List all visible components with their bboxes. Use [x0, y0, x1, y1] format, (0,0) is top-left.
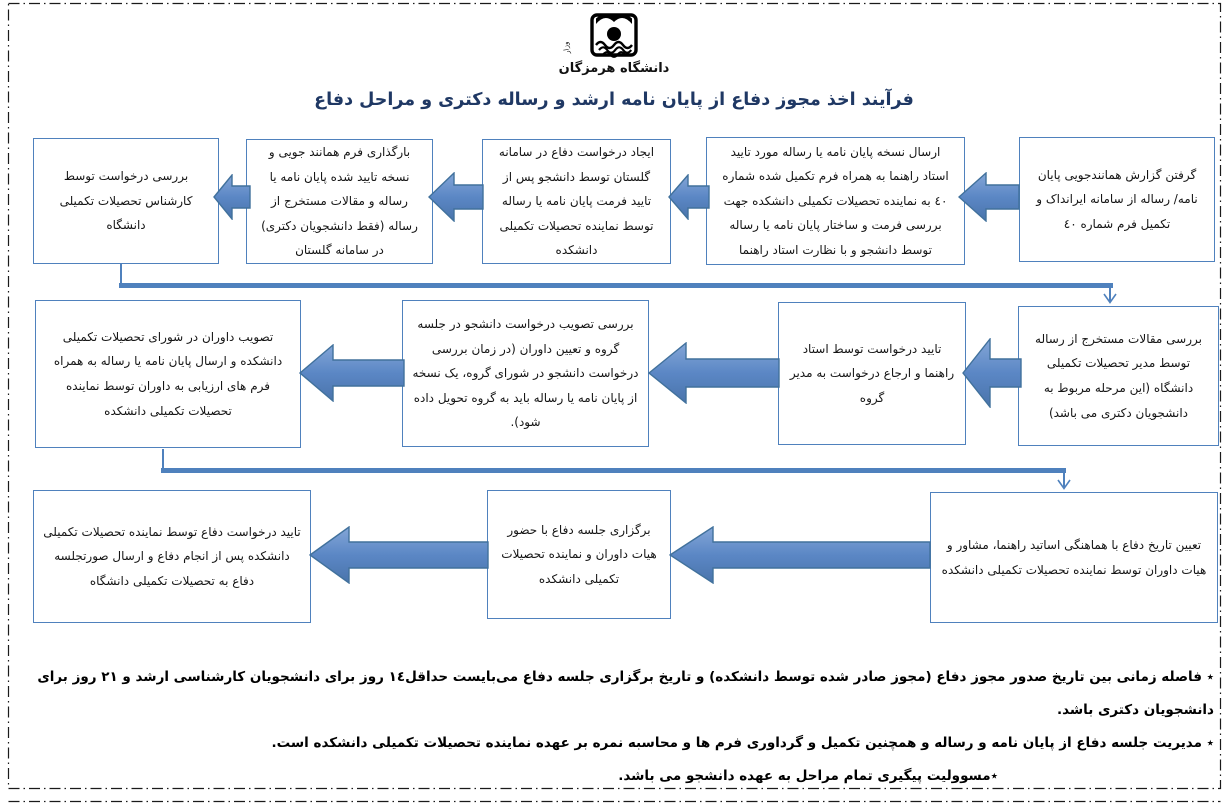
connector-row1-row2: [119, 264, 1117, 304]
flow-step-5: بررسی درخواست توسط کارشناس تحصیلات تکمیل…: [33, 138, 219, 264]
flow-arrow-left: [309, 526, 489, 584]
emblem-wave-1: [595, 40, 633, 50]
footnote-3: ٭مسوولیت پیگیری تمام مراحل به عهده دانشج…: [618, 768, 998, 784]
flow-arrow-left: [428, 172, 484, 222]
emblem-wave-2: [598, 46, 633, 54]
flow-arrow-left: [669, 526, 931, 584]
emblem-sun: [607, 27, 621, 41]
ministry-logo: وزارت علوم، تحقیقات و فناوری: [544, 1, 638, 58]
flow-step-10: تعیین تاریخ دفاع با هماهنگی اساتید راهنم…: [930, 492, 1218, 623]
flow-step-2: ارسال نسخه پایان نامه یا رساله مورد تایی…: [706, 137, 965, 265]
flow-step-11: برگزاری جلسه دفاع با حضور هیات داوران و …: [487, 490, 671, 619]
flow-step-1: گرفتن گزارش همانندجویی پایان نامه/ رساله…: [1019, 137, 1215, 262]
flow-arrow-left: [668, 174, 710, 220]
university-name: دانشگاه هرمزگان: [558, 61, 670, 76]
footnote-1: ٭ فاصله زمانی بین تاریخ صدور مجوز دفاع (…: [37, 669, 1214, 718]
footnotes: ٭ فاصله زمانی بین تاریخ صدور مجوز دفاع (…: [14, 661, 1214, 793]
flow-arrow-left: [958, 172, 1020, 222]
flow-step-8: بررسی تصویب درخواست دانشجو در جلسه گروه …: [402, 300, 649, 447]
flow-step-9: تصویب داوران در شورای تحصیلات تکمیلی دان…: [35, 300, 301, 448]
connector-row2-row3: [161, 449, 1071, 490]
flow-arrow-left: [213, 174, 251, 220]
ministry-arc-text: وزارت علوم، تحقیقات و فناوری: [544, 1, 572, 56]
flow-step-7: تایید درخواست توسط استاد راهنما و ارجاع …: [778, 302, 966, 445]
emblem-top-arches: [596, 13, 632, 24]
flow-step-3: ایجاد درخواست دفاع در سامانه گلستان توسط…: [482, 139, 671, 264]
flow-arrow-left: [962, 338, 1022, 408]
page-title: فرآیند اخذ مجوز دفاع از پایان نامه ارشد …: [314, 90, 914, 110]
flow-arrow-left: [648, 342, 780, 404]
flow-step-12: تایید درخواست دفاع توسط نماینده تحصیلات …: [33, 490, 311, 623]
flow-arrow-left: [299, 344, 405, 402]
footnote-2: ٭ مدیریت جلسه دفاع از پایان نامه و رساله…: [271, 735, 1214, 751]
flow-step-6: بررسی مقالات مستخرج از رساله توسط مدیر ت…: [1018, 306, 1219, 446]
emblem-wave-3: [602, 51, 626, 58]
flow-step-4: بارگذاری فرم همانند جویی و نسخه تایید شد…: [246, 139, 433, 264]
